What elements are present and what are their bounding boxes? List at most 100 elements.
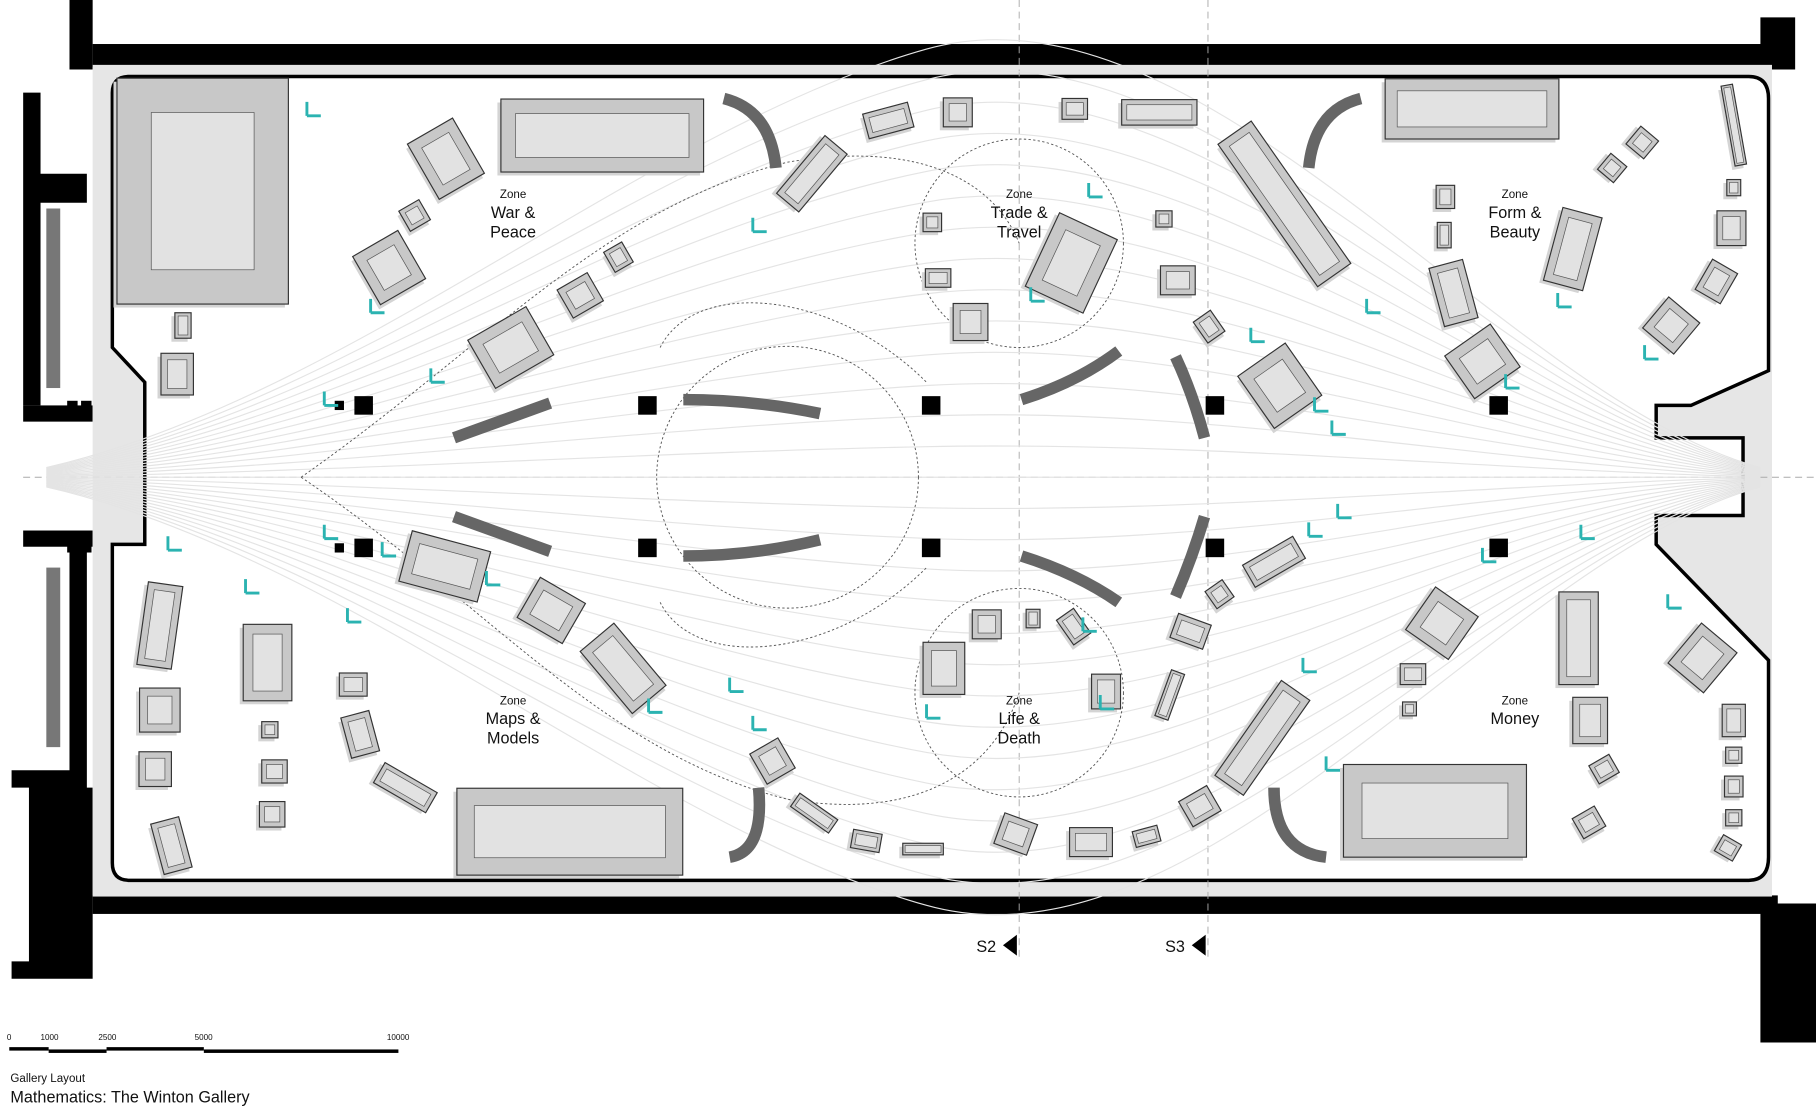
- interactive-marker-icon: [1579, 524, 1595, 541]
- drawing-title: Mathematics: The Winton Gallery: [10, 1089, 250, 1107]
- interactive-marker-icon: [1029, 287, 1045, 303]
- flow-line: [46, 485, 1761, 885]
- drawing-subtitle: Gallery Layout: [10, 1073, 85, 1085]
- flow-line: [46, 70, 1761, 469]
- display-case: [748, 737, 797, 789]
- interactive-marker-icon: [380, 542, 397, 558]
- display-case: [919, 212, 943, 236]
- flow-line: [46, 480, 1761, 634]
- svg-text:Life &: Life &: [998, 710, 1040, 728]
- svg-text:S3: S3: [1165, 938, 1185, 956]
- display-case: [397, 198, 432, 237]
- display-case: [899, 842, 944, 859]
- display-case: [1339, 763, 1528, 861]
- section-arrow-icon: [1191, 934, 1206, 956]
- display-case: [1587, 753, 1621, 789]
- flow-line: [46, 445, 1761, 478]
- display-case: [1381, 78, 1560, 143]
- zone-money: Zone Money: [1491, 695, 1541, 728]
- interactive-marker-icon: [1324, 756, 1340, 772]
- display-case: [135, 751, 172, 790]
- interactive-marker-icon: [166, 536, 182, 552]
- display-case: [1204, 578, 1235, 614]
- flow-line: [46, 477, 1761, 510]
- building-walls: [0, 0, 1816, 1043]
- display-case: [157, 352, 194, 399]
- interactive-marker-icon: [1504, 374, 1520, 390]
- display-case: [1621, 125, 1660, 160]
- flow-line: [46, 479, 1761, 603]
- interactive-marker-icon: [1365, 298, 1381, 315]
- flow-line: [46, 484, 1761, 822]
- display-case: [860, 101, 915, 144]
- flow-line: [46, 478, 1761, 541]
- interactive-marker-icon: [728, 677, 744, 693]
- display-case: [1399, 701, 1418, 720]
- svg-text:Trade &: Trade &: [991, 204, 1048, 222]
- display-case: [453, 787, 684, 879]
- display-case: [1192, 309, 1226, 348]
- display-case: [1022, 608, 1041, 632]
- flow-line: [46, 483, 1761, 791]
- svg-text:0: 0: [7, 1033, 12, 1042]
- svg-text:Money: Money: [1491, 710, 1541, 728]
- display-case: [466, 305, 555, 394]
- interactive-marker-icon: [1313, 397, 1329, 413]
- flow-line: [46, 478, 1761, 572]
- interactive-marker-icon: [429, 368, 445, 384]
- svg-text:Form &: Form &: [1488, 204, 1541, 222]
- display-case: [1663, 622, 1738, 694]
- interactive-marker-icon: [1481, 547, 1497, 564]
- flow-line: [46, 482, 1761, 759]
- display-case: [338, 709, 381, 763]
- interactive-marker-icon: [346, 608, 362, 624]
- display-case: [1426, 258, 1479, 331]
- svg-text:Maps &: Maps &: [486, 710, 541, 728]
- display-case: [1718, 83, 1748, 171]
- display-case: [1177, 784, 1222, 832]
- display-case: [846, 828, 883, 856]
- display-case: [1088, 673, 1122, 713]
- display-case: [1432, 184, 1456, 212]
- display-case: [1150, 669, 1186, 723]
- display-case: [785, 792, 839, 834]
- display-case: [1592, 152, 1628, 184]
- display-cases: [113, 77, 1748, 879]
- interactive-marker-icon: [1249, 327, 1265, 344]
- display-case: [136, 687, 181, 736]
- display-case: [1400, 586, 1480, 661]
- display-case: [497, 98, 705, 176]
- svg-text:Death: Death: [998, 730, 1041, 748]
- display-case: [1718, 703, 1746, 741]
- display-case: [939, 97, 973, 131]
- display-case: [1443, 323, 1521, 404]
- display-case: [1020, 211, 1119, 315]
- display-case: [555, 271, 605, 323]
- interactive-marker-icon: [1556, 293, 1572, 309]
- display-case: [1539, 206, 1603, 294]
- svg-text:S2: S2: [976, 938, 996, 956]
- svg-text:Models: Models: [487, 730, 539, 748]
- interactive-marker-icon: [1643, 345, 1659, 361]
- svg-text:Zone: Zone: [1006, 189, 1032, 201]
- display-case: [148, 815, 193, 879]
- flow-line: [46, 486, 1761, 916]
- zone-labels: Zone War & Peace Zone Trade & Travel Zon…: [486, 189, 1542, 748]
- svg-text:1000: 1000: [41, 1033, 60, 1042]
- dashed-orbits: [300, 138, 1124, 805]
- display-case: [1690, 258, 1739, 306]
- svg-text:Zone: Zone: [500, 189, 526, 201]
- display-case: [1569, 696, 1609, 748]
- scale-bar: 0 1000 2500 5000 10000: [7, 1033, 410, 1053]
- display-case: [1396, 663, 1427, 689]
- svg-text:2500: 2500: [98, 1033, 117, 1042]
- display-case: [1236, 342, 1323, 434]
- zone-maps-models: Zone Maps & Models: [486, 695, 541, 747]
- display-case: [171, 312, 192, 342]
- svg-text:Zone: Zone: [1502, 695, 1528, 707]
- svg-text:5000: 5000: [195, 1033, 214, 1042]
- display-case: [968, 609, 1002, 643]
- display-case: [1722, 809, 1743, 830]
- display-case: [1157, 265, 1196, 299]
- svg-text:Peace: Peace: [490, 223, 536, 241]
